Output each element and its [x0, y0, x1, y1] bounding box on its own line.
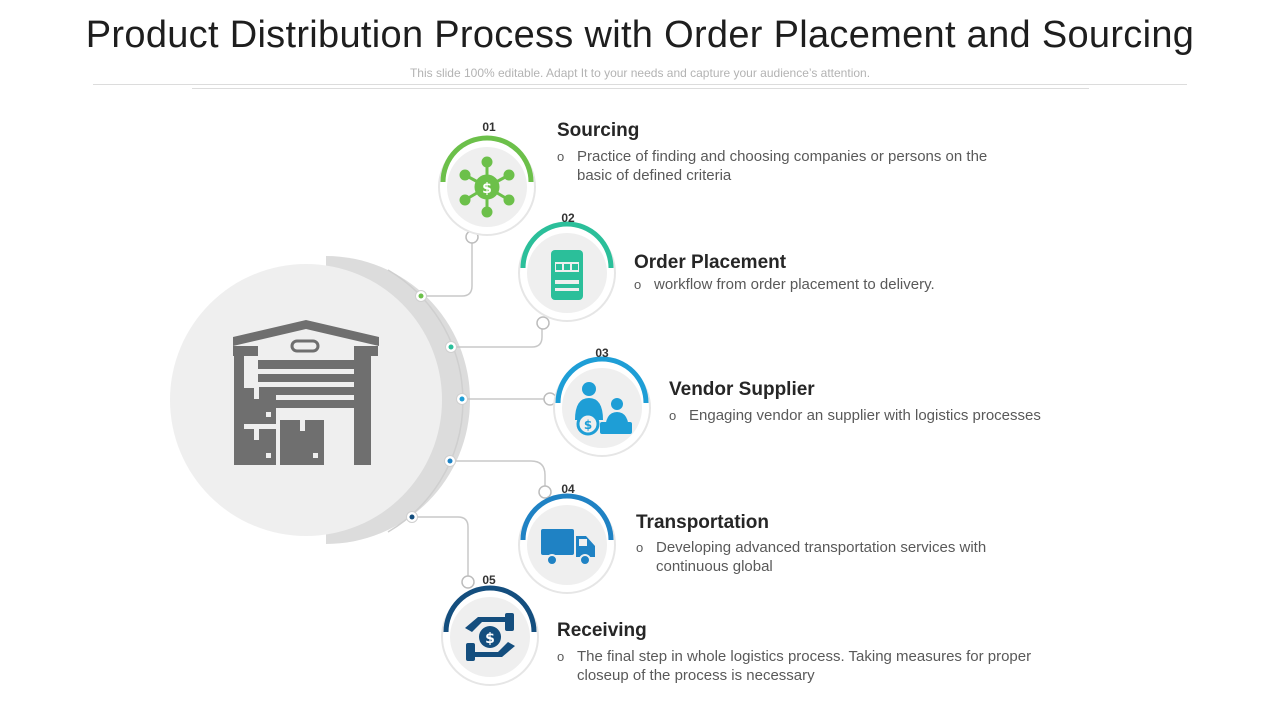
step-title-receiving: Receiving [557, 620, 647, 641]
step-title-transportation: Transportation [636, 512, 770, 533]
step-desc-text: Practice of finding and choosing compani… [577, 148, 988, 184]
vendor-supplier-icon [575, 382, 632, 436]
vendor-dollar-glyph: $ [584, 418, 592, 432]
connector-02 [451, 324, 543, 348]
order-box-icon [551, 250, 583, 300]
arc-dot-04 [447, 458, 453, 464]
bullet-marker: o [669, 408, 677, 423]
step-desc-text: Developing advanced transportation servi… [656, 539, 987, 575]
page-title: Product Distribution Process with Order … [85, 14, 1195, 56]
title-divider [93, 84, 1187, 85]
endpoint-05 [461, 575, 475, 589]
arc-dot-01 [418, 293, 424, 299]
step-number-04: 04 [561, 482, 575, 496]
step-desc-text: Engaging vendor an supplier with logisti… [689, 407, 1041, 424]
step-desc-vendor-supplier: o Engaging vendor an supplier with logis… [669, 406, 1119, 425]
endpoint-02 [536, 316, 550, 330]
dollar-glyph: $ [482, 181, 492, 197]
bullet-marker: o [634, 277, 642, 292]
arc-dot-05 [409, 514, 415, 520]
step-number-05: 05 [482, 573, 496, 587]
step-title-sourcing: Sourcing [557, 120, 640, 141]
step-desc-text: workflow from order placement to deliver… [654, 276, 935, 293]
page-subtitle: This slide 100% editable. Adapt It to yo… [409, 66, 871, 80]
arc-dot-03 [459, 396, 465, 402]
title-divider-secondary [192, 88, 1089, 89]
bullet-marker: o [636, 540, 644, 555]
connector-04 [450, 460, 546, 491]
warehouse-icon [233, 320, 379, 465]
step-03-badge [553, 356, 651, 457]
arc-dots [406, 290, 468, 523]
step-number-02: 02 [561, 211, 575, 225]
connector-01 [421, 238, 473, 297]
step-title-order-placement: Order Placement [634, 252, 787, 273]
endpoint-04 [538, 485, 552, 499]
step-number-01: 01 [482, 120, 496, 134]
bullet-marker: o [557, 149, 565, 164]
bullet-marker: o [557, 649, 565, 664]
receiving-dollar-glyph: $ [485, 631, 495, 647]
truck-icon [541, 529, 595, 566]
step-number-03: 03 [595, 346, 609, 360]
hand-dollar-icon [465, 613, 515, 661]
step-desc-transportation: o Developing advanced transportation ser… [636, 538, 1056, 576]
connector-05 [412, 516, 469, 582]
network-dollar-icon [459, 156, 515, 218]
arc-dot-02 [448, 344, 454, 350]
connector-lines [412, 238, 550, 582]
step-desc-text: The final step in whole logistics proces… [577, 648, 1032, 684]
step-desc-order-placement: o workflow from order placement to deliv… [634, 275, 1084, 294]
step-title-vendor-supplier: Vendor Supplier [669, 379, 815, 400]
step-desc-receiving: o The final step in whole logistics proc… [557, 647, 1082, 685]
step-desc-sourcing: o Practice of finding and choosing compa… [557, 147, 1007, 185]
